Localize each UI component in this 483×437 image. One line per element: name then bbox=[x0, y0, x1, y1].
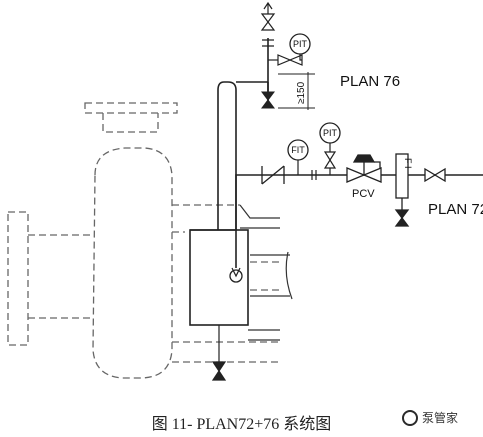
plan76-pit-label: PIT bbox=[293, 39, 308, 49]
plan76-pit-branch bbox=[268, 52, 303, 66]
fit-orifice-icon bbox=[297, 158, 317, 180]
plan72-pit-branch bbox=[323, 140, 337, 175]
fit-instrument bbox=[287, 139, 309, 161]
pcv-label: PCV bbox=[352, 188, 375, 200]
plan72-label: PLAN 72 bbox=[428, 201, 483, 218]
watermark-text: 泵管家 bbox=[422, 411, 459, 425]
pcv-valve-icon bbox=[346, 154, 382, 183]
fi-label: F I bbox=[403, 158, 413, 169]
dimension-marker bbox=[278, 72, 315, 110]
bottom-drain-valve-icon bbox=[211, 325, 227, 381]
vent-top-valve-icon bbox=[260, 1, 276, 47]
pump-casing-outline bbox=[7, 102, 280, 379]
plan72-pit-instrument bbox=[319, 122, 341, 144]
fit-label: FIT bbox=[291, 145, 305, 155]
wechat-logo-icon bbox=[402, 409, 418, 426]
plan76-pit-instrument bbox=[289, 33, 311, 55]
plan76-label: PLAN 76 bbox=[340, 73, 400, 90]
flow-arrow-icon bbox=[231, 267, 241, 278]
flow-indicator-icon bbox=[394, 153, 410, 227]
pump-shaft bbox=[239, 204, 293, 341]
check-valve-icon bbox=[261, 165, 285, 185]
plan76-drain-valve-icon bbox=[261, 91, 275, 109]
dimension-label: ≥150 bbox=[296, 81, 307, 104]
plan72-inlet-valve-icon bbox=[424, 167, 446, 183]
figure-caption: 图 11- PLAN72+76 系统图 bbox=[151, 416, 332, 433]
plan72-pit-label: PIT bbox=[323, 128, 338, 138]
watermark: 泵管家 bbox=[402, 409, 458, 426]
